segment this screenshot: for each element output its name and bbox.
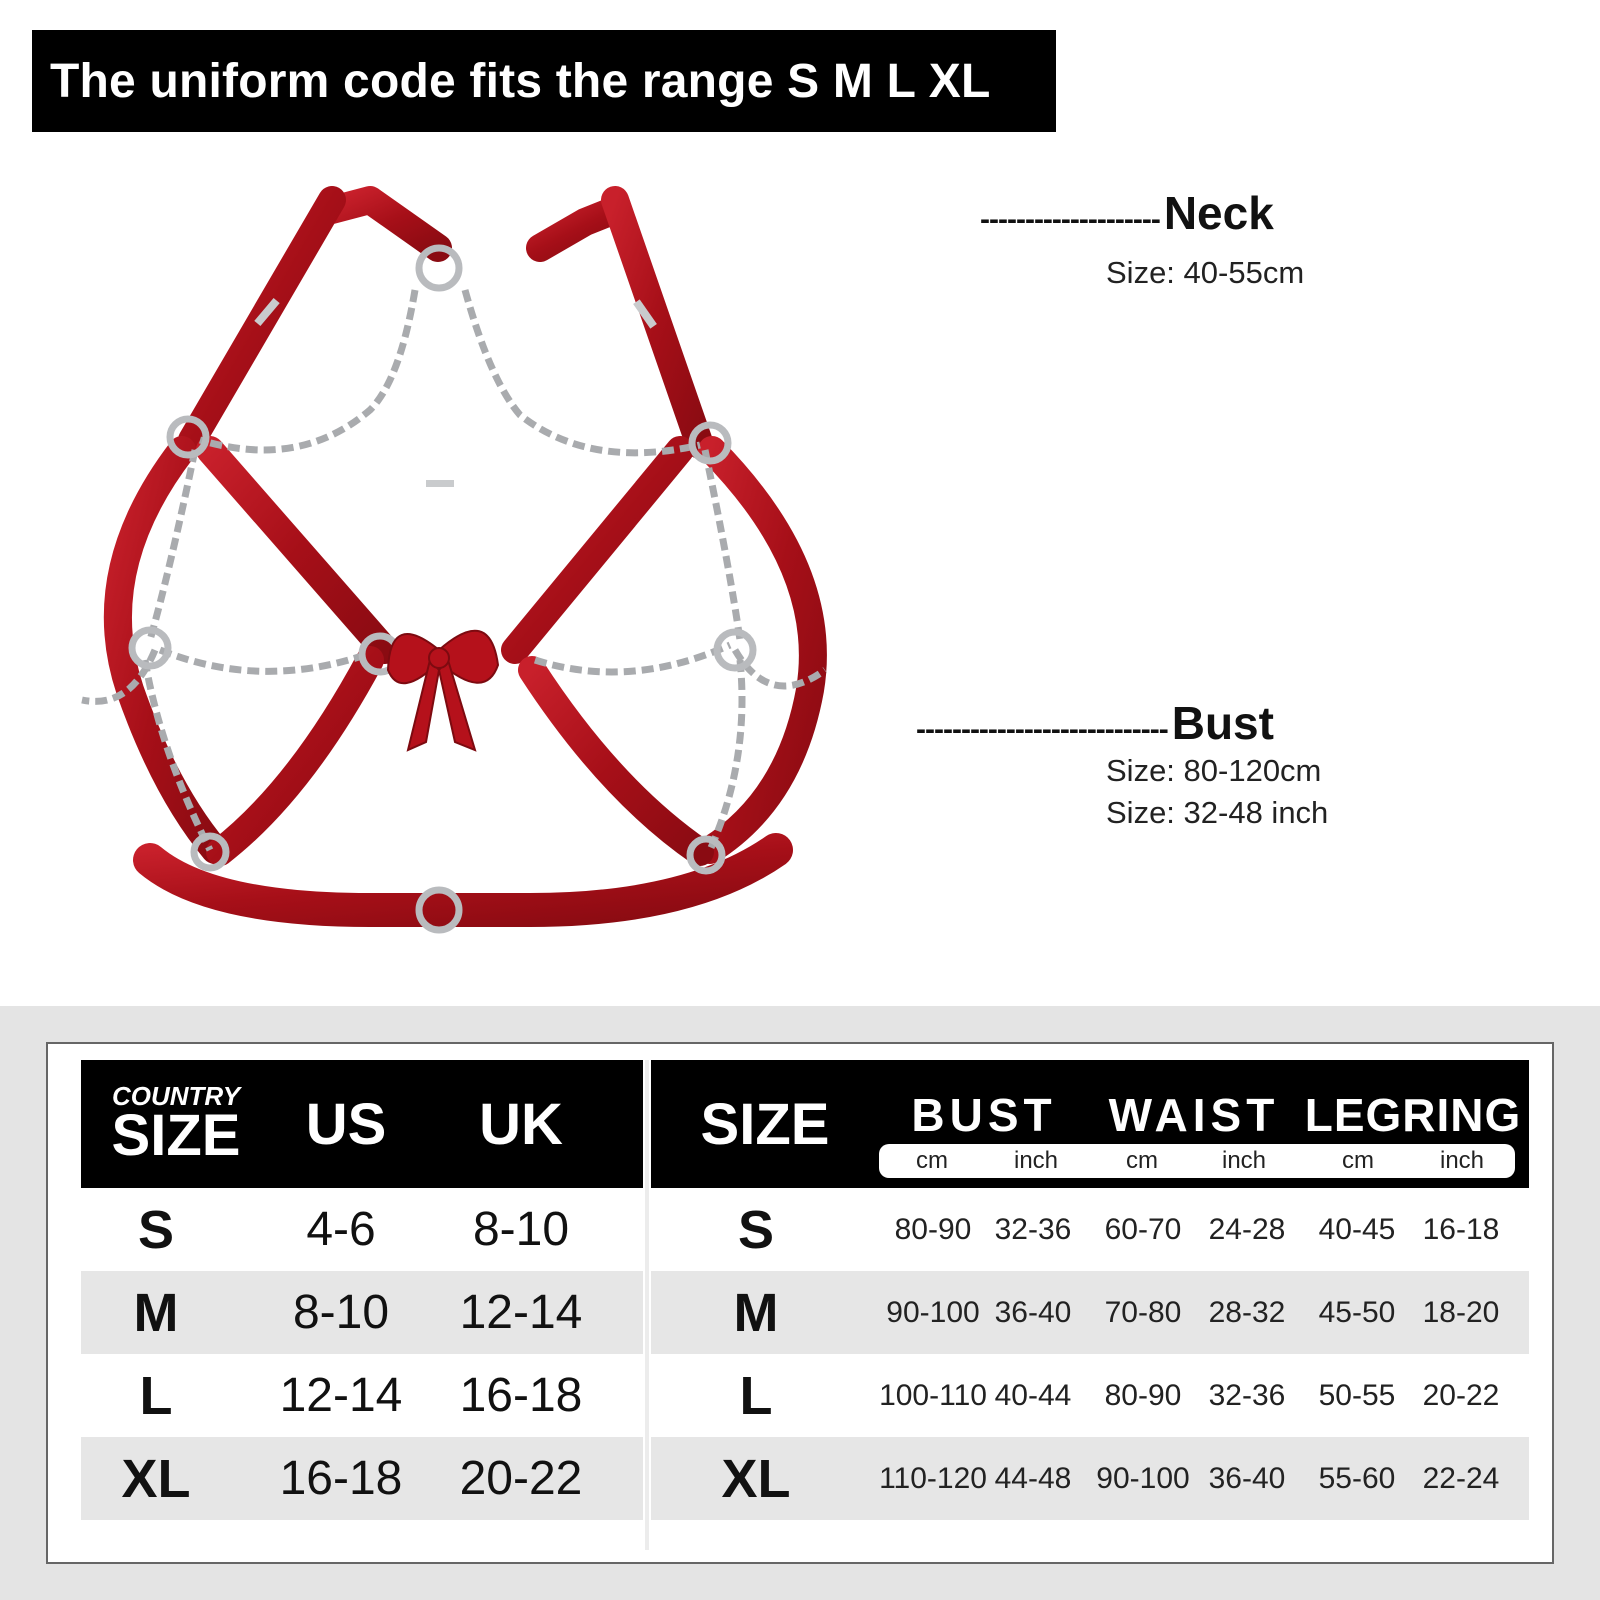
row-uk: 8-10 xyxy=(472,1203,570,1256)
table-divider xyxy=(645,1060,649,1550)
row-uk: 12-14 xyxy=(459,1286,583,1339)
country-size-header: COUNTRY SIZE US UK xyxy=(81,1060,643,1188)
us-heading: US xyxy=(305,1091,387,1157)
waist-heading: WAIST xyxy=(1108,1089,1280,1141)
row-us: 4-6 xyxy=(306,1203,376,1256)
row-uk: 20-22 xyxy=(459,1452,583,1505)
row-size: L xyxy=(739,1365,773,1426)
row-measurement: 36-40 xyxy=(994,1295,1072,1329)
row-measurement: 18-20 xyxy=(1422,1295,1500,1329)
row-measurement: 55-60 xyxy=(1318,1461,1396,1495)
row-measurement: 20-22 xyxy=(1422,1378,1500,1412)
row-measurement: 22-24 xyxy=(1422,1461,1500,1495)
neck-title: Neck xyxy=(1163,187,1274,239)
row-measurement: 100-110 xyxy=(879,1378,987,1412)
unit-labels: cm inch cm inch cm inch xyxy=(879,1144,1515,1178)
unit-label: inch xyxy=(1221,1147,1267,1174)
row-measurement: 28-32 xyxy=(1208,1295,1286,1329)
unit-label: cm xyxy=(1342,1147,1374,1174)
table-row: L 12-14 16-18 xyxy=(81,1354,643,1437)
unit-label: inch xyxy=(1439,1147,1485,1174)
row-us: 8-10 xyxy=(292,1286,390,1339)
bust-size-inch: Size: 32-48 inch xyxy=(1106,795,1329,830)
neck-callout: -------------------- Neck Size: 40-55cm xyxy=(980,186,1304,294)
table-row: M 90-100 36-40 70-80 28-32 45-50 18-20 xyxy=(651,1271,1529,1354)
table-row: S 80-90 32-36 60-70 24-28 40-45 16-18 xyxy=(651,1188,1529,1271)
row-us: 16-18 xyxy=(279,1452,403,1505)
bust-leader-line: ---------------------------- xyxy=(916,713,1169,746)
banner-text: The uniform code fits the range S M L XL xyxy=(50,54,991,108)
row-measurement: 32-36 xyxy=(1208,1378,1286,1412)
row-measurement: 80-90 xyxy=(1104,1378,1182,1412)
row-size: L xyxy=(139,1365,173,1426)
bust-size-cm: Size: 80-120cm xyxy=(1106,753,1322,788)
bust-heading: BUST xyxy=(911,1089,1057,1141)
row-measurement: 70-80 xyxy=(1104,1295,1182,1329)
row-measurement: 110-120 xyxy=(879,1461,987,1495)
row-measurement: 36-40 xyxy=(1208,1461,1286,1495)
measurement-table: SIZE BUST WAIST LEGRING cm inch cm inch cm in… xyxy=(651,1060,1529,1520)
row-measurement: 44-48 xyxy=(994,1461,1072,1495)
row-size: M xyxy=(133,1282,179,1343)
uk-heading: UK xyxy=(479,1091,563,1157)
bust-title: Bust xyxy=(1171,697,1274,749)
bust-callout: ---------------------------- Bust Size: … xyxy=(916,696,1328,834)
row-measurement: 32-36 xyxy=(994,1212,1072,1246)
size-heading: SIZE xyxy=(700,1091,830,1157)
country-label: COUNTRY xyxy=(111,1081,241,1111)
unit-label: inch xyxy=(1013,1147,1059,1174)
neck-size: Size: 40-55cm xyxy=(1106,255,1305,290)
row-measurement: 40-45 xyxy=(1318,1212,1396,1246)
row-measurement: 80-90 xyxy=(894,1212,972,1246)
table-row: M 8-10 12-14 xyxy=(81,1271,643,1354)
country-size-heading: COUNTRY SIZE xyxy=(81,1060,271,1188)
row-us: 12-14 xyxy=(279,1369,403,1422)
row-size: M xyxy=(733,1282,779,1343)
row-size: S xyxy=(137,1199,175,1260)
table-row: XL 16-18 20-22 xyxy=(81,1437,643,1520)
row-size: XL xyxy=(721,1448,791,1509)
row-size: XL xyxy=(121,1448,191,1509)
unit-label: cm xyxy=(1126,1147,1158,1174)
row-measurement: 16-18 xyxy=(1422,1212,1500,1246)
row-size: S xyxy=(737,1199,775,1260)
table-row: S 4-6 8-10 xyxy=(81,1188,643,1271)
row-measurement: 45-50 xyxy=(1318,1295,1396,1329)
size-label: SIZE xyxy=(111,1103,241,1168)
row-measurement: 90-100 xyxy=(1096,1461,1190,1495)
row-measurement: 40-44 xyxy=(994,1378,1072,1412)
harness-product-image xyxy=(81,186,828,934)
neck-leader-line: -------------------- xyxy=(980,203,1161,236)
measurement-header: SIZE BUST WAIST LEGRING cm inch cm inch cm in… xyxy=(651,1060,1529,1188)
row-uk: 16-18 xyxy=(459,1369,583,1422)
unit-label: cm xyxy=(916,1147,948,1174)
row-measurement: 90-100 xyxy=(886,1295,980,1329)
title-banner: The uniform code fits the range S M L XL xyxy=(32,30,1056,132)
row-measurement: 60-70 xyxy=(1104,1212,1182,1246)
row-measurement: 24-28 xyxy=(1208,1212,1286,1246)
legring-heading: LEGRING xyxy=(1304,1089,1522,1141)
row-measurement: 50-55 xyxy=(1318,1378,1396,1412)
